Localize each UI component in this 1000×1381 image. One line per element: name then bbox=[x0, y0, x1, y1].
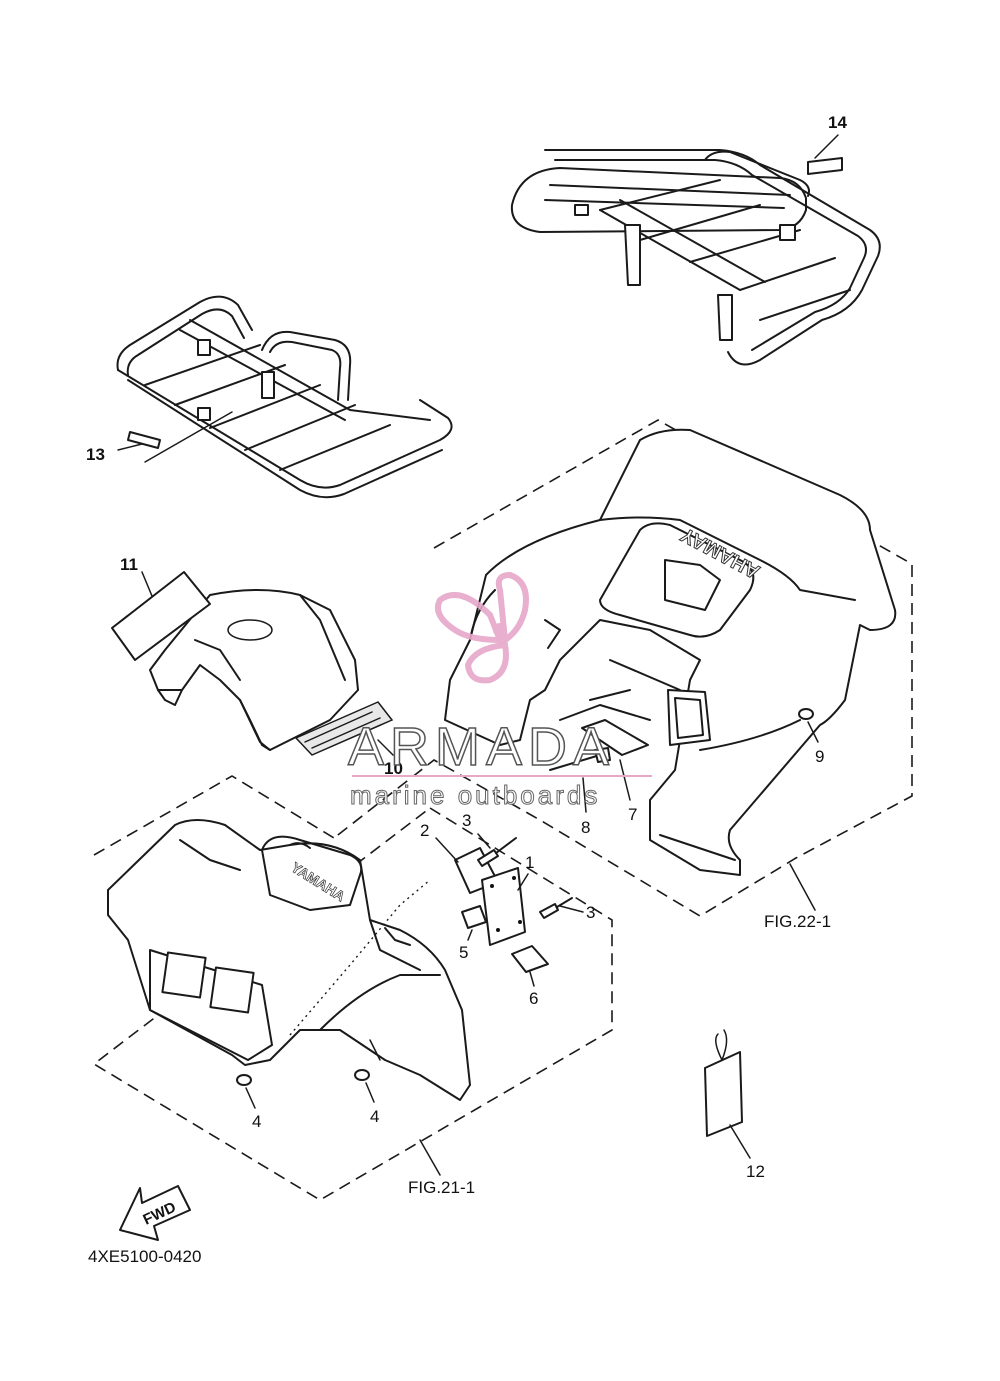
plate-1 bbox=[481, 867, 526, 946]
front-fender bbox=[107, 819, 471, 1101]
front-carrier-label-decal bbox=[127, 431, 161, 449]
callout-2: 2 bbox=[420, 821, 429, 840]
watermark-subtitle: marine outboards bbox=[350, 780, 600, 810]
callout-5: 5 bbox=[459, 943, 468, 962]
fig-21-1-label: FIG.21-1 bbox=[408, 1178, 475, 1197]
callout-6: 6 bbox=[529, 989, 538, 1008]
rivet-3-upper bbox=[477, 837, 517, 867]
rear-fender bbox=[444, 428, 897, 876]
rear-fender-group-outline bbox=[333, 419, 913, 917]
callout-4-right: 4 bbox=[370, 1107, 379, 1126]
washer-4-left bbox=[236, 1074, 252, 1086]
fig-22-1-label: FIG.22-1 bbox=[764, 912, 831, 931]
callout-7: 7 bbox=[628, 805, 637, 824]
watermark-logo-icon bbox=[434, 571, 529, 684]
front-fender-group-outline bbox=[92, 775, 613, 1201]
washer-9 bbox=[798, 708, 814, 720]
front-panel bbox=[149, 589, 359, 751]
decal-5 bbox=[461, 905, 487, 929]
rear-carrier-label-decal bbox=[807, 157, 843, 175]
rear-fender-decal-7 bbox=[581, 719, 649, 756]
callout-8: 8 bbox=[581, 818, 590, 837]
decal-6 bbox=[511, 945, 549, 973]
front-panel-decal-10 bbox=[294, 701, 394, 756]
callout-12: 12 bbox=[746, 1162, 765, 1181]
fwd-arrow-icon: FWD bbox=[119, 1185, 191, 1241]
washer-4-right bbox=[354, 1069, 370, 1081]
callout-3-lower: 3 bbox=[586, 903, 595, 922]
rear-carrier bbox=[510, 149, 881, 366]
callout-4-left: 4 bbox=[252, 1112, 261, 1131]
callout-3-upper: 3 bbox=[462, 811, 471, 830]
callout-1: 1 bbox=[525, 853, 534, 872]
callout-10: 10 bbox=[384, 759, 403, 778]
callout-14: 14 bbox=[828, 113, 847, 132]
callout-13: 13 bbox=[86, 445, 105, 464]
front-carrier bbox=[116, 295, 453, 499]
front-panel-decal-11 bbox=[111, 571, 211, 661]
rivet-8 bbox=[549, 747, 611, 771]
diagram-code: 4XE5100-0420 bbox=[88, 1247, 201, 1266]
warning-tag-12 bbox=[704, 1029, 743, 1137]
callout-11: 11 bbox=[120, 555, 138, 574]
watermark-title: ARMADA bbox=[348, 717, 615, 777]
callout-9: 9 bbox=[815, 747, 824, 766]
